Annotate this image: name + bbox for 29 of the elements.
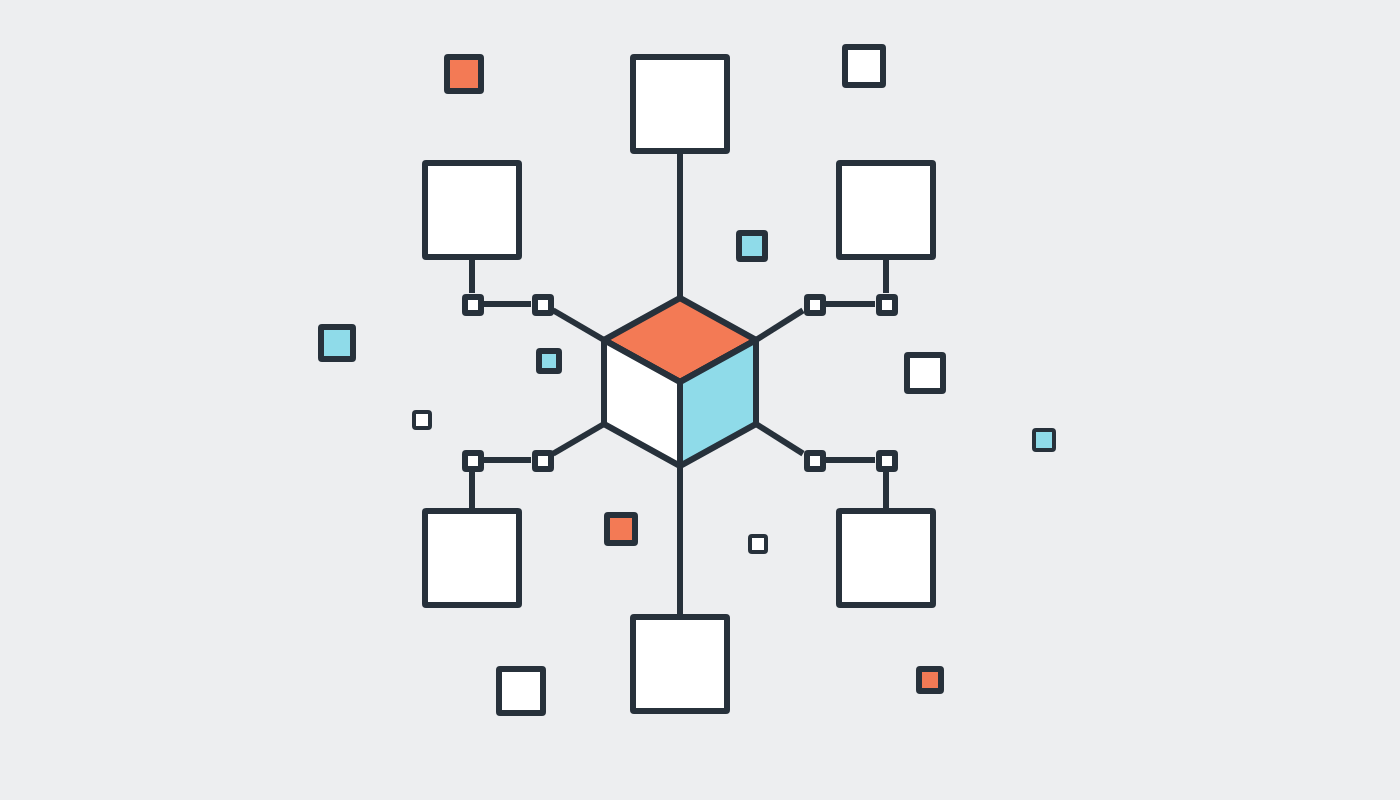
node-box (422, 508, 522, 608)
connector-line (677, 466, 683, 614)
connector-line (483, 301, 531, 307)
junction-node (803, 293, 825, 315)
junction-node (875, 449, 897, 471)
connector-line (754, 307, 805, 343)
node-box (630, 54, 730, 154)
junction-node (531, 449, 553, 471)
junction-node (461, 449, 483, 471)
connector-line (883, 471, 889, 508)
connector-line (677, 154, 683, 298)
node-box (836, 160, 936, 260)
node-box (630, 614, 730, 714)
junction-node (803, 449, 825, 471)
connector-line (825, 301, 875, 307)
connector-line (469, 260, 475, 293)
connector-line (825, 457, 875, 463)
hub-cube (596, 292, 764, 472)
junction-node (875, 293, 897, 315)
junction-node (461, 293, 483, 315)
node-box (422, 160, 522, 260)
node-box (836, 508, 936, 608)
connector-line (551, 307, 606, 343)
junction-node (531, 293, 553, 315)
connector-line (483, 457, 531, 463)
connector-line (754, 421, 805, 457)
connector-line (469, 471, 475, 508)
connector-line (883, 260, 889, 293)
connector-line (551, 421, 606, 457)
